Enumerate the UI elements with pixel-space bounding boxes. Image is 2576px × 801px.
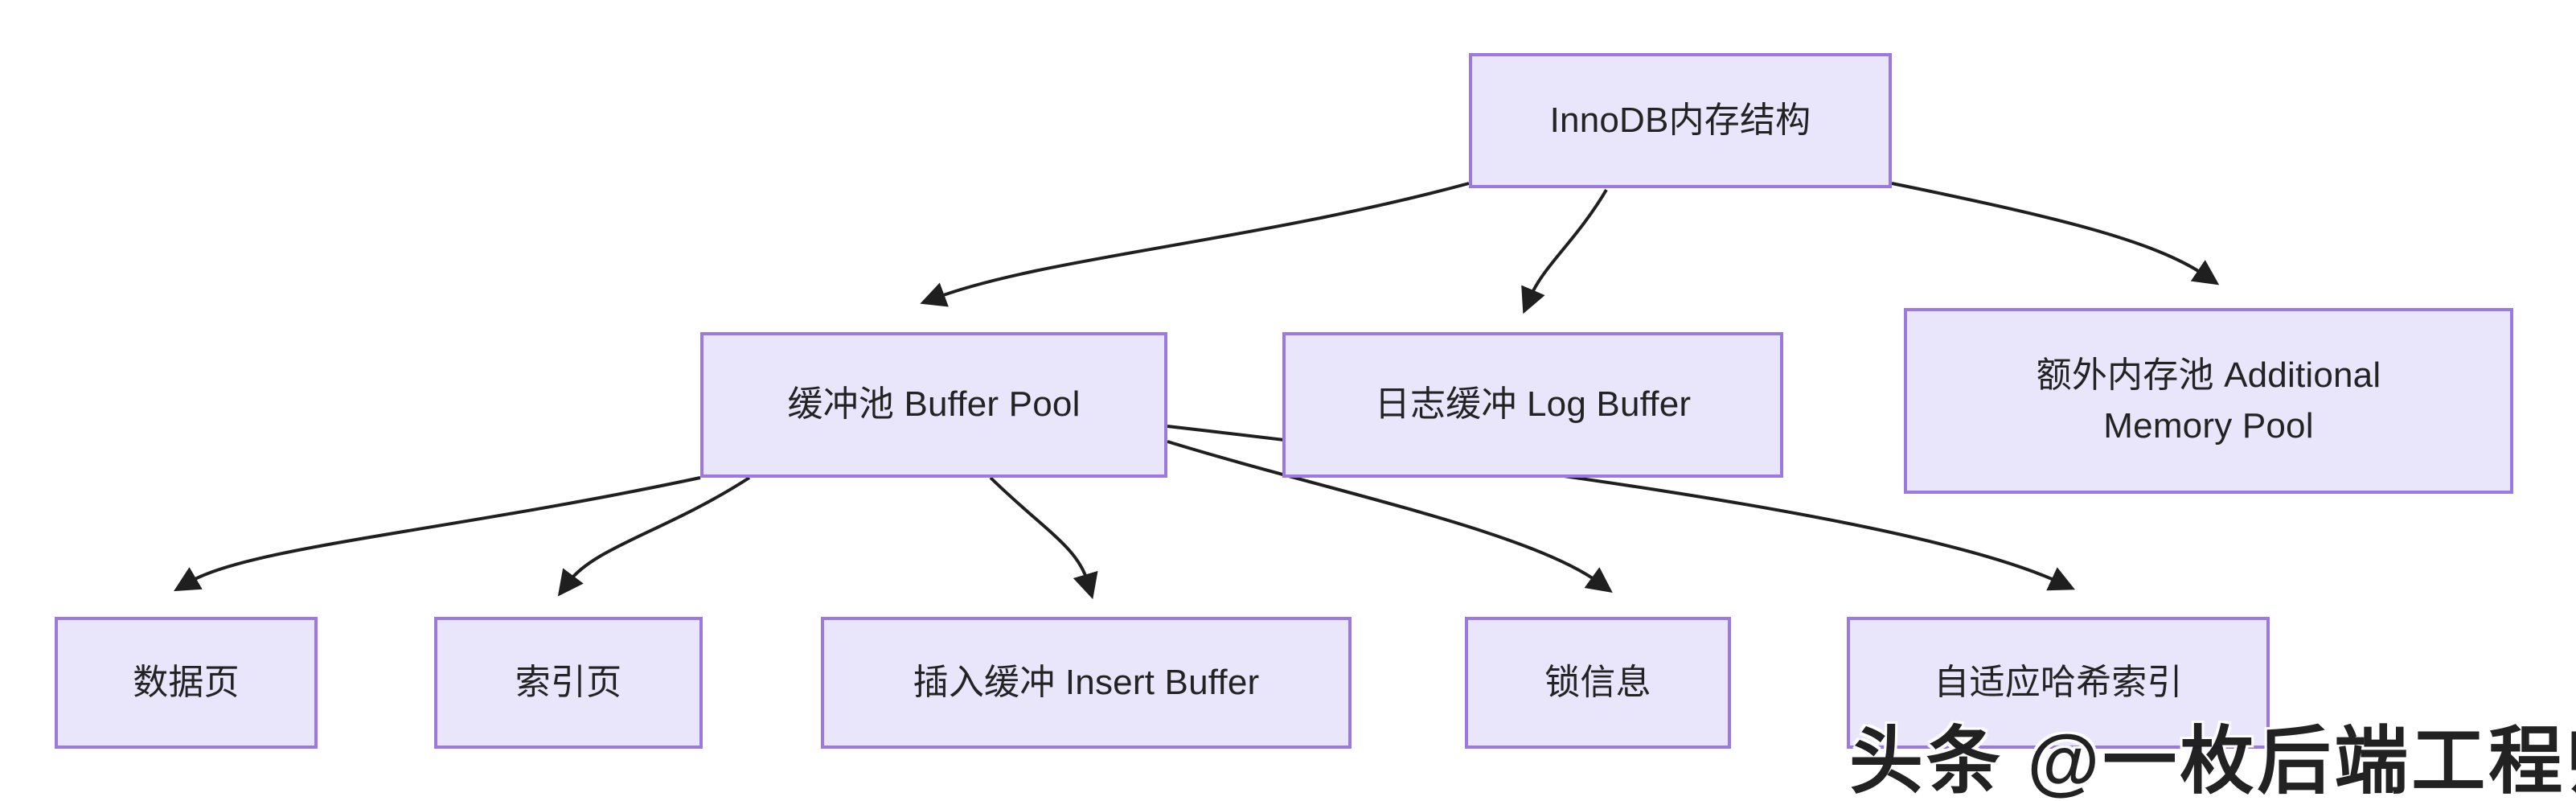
node-data-page[interactable]: 数据页 (55, 617, 318, 749)
edge-buffer-pool-to-index-page (557, 476, 751, 597)
edge-root-to-buffer-pool (920, 182, 1470, 307)
edge-buffer-pool-to-insert-buffer (989, 476, 1098, 600)
edge-paths (174, 182, 2220, 600)
edge-root-to-additional-memory-pool (1891, 182, 2220, 285)
node-insert-buffer[interactable]: 插入缓冲 Insert Buffer (821, 617, 1352, 749)
node-adaptive-hash-index[interactable]: 自适应哈希索引 (1847, 617, 2270, 749)
watermark-text: 头条 @一枚后端工程师 (1849, 721, 2576, 801)
node-lock-info[interactable]: 锁信息 (1465, 617, 1731, 749)
node-index-page[interactable]: 索引页 (434, 617, 703, 749)
edge-buffer-pool-to-data-page (174, 476, 701, 592)
node-log-buffer[interactable]: 日志缓冲 Log Buffer (1282, 332, 1783, 478)
node-root[interactable]: InnoDB内存结构 (1469, 53, 1892, 188)
node-additional-memory-pool[interactable]: 额外内存池 Additional Memory Pool (1904, 308, 2513, 494)
edge-root-to-log-buffer (1521, 188, 1608, 314)
node-buffer-pool[interactable]: 缓冲池 Buffer Pool (700, 332, 1167, 478)
